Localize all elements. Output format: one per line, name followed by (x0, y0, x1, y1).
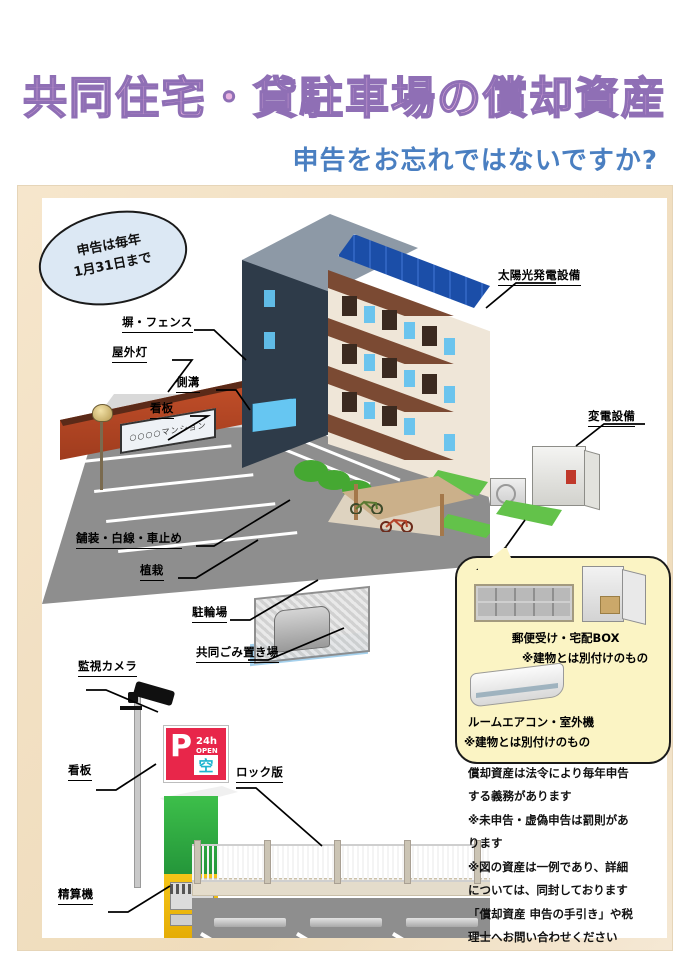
shrub (318, 470, 350, 490)
balcony-door (382, 406, 397, 426)
label-substation: 変電設備 (588, 408, 636, 427)
camera-arm (120, 706, 142, 710)
note-line-1: 償却資産は法令により毎年申告 (468, 766, 629, 780)
parking-vacancy-text: 空 (194, 755, 218, 775)
parking-signboard: P 24h OPEN 空 (164, 726, 228, 782)
label-outdoor-light: 屋外灯 (112, 344, 148, 363)
fence-post (194, 840, 201, 884)
camera-pole (134, 696, 141, 888)
label-signboard-parking: 看板 (68, 762, 92, 781)
balcony-door (342, 392, 357, 412)
substation-cabinet-side (584, 449, 600, 511)
page-title: 共同住宅・貸駐車場の償却資産 (22, 72, 667, 125)
mailbox-row (478, 603, 570, 616)
payment-machine-keypad (170, 884, 210, 894)
mailbox-bank (474, 584, 574, 622)
delivery-box-door (622, 569, 646, 625)
garbage-bin (274, 605, 330, 653)
window (264, 332, 275, 349)
note-line-8: 理士へお問い合わせください (468, 929, 618, 944)
illustration-scene: ○○○○マンション (42, 198, 490, 938)
bicycle (380, 516, 414, 533)
wheel-stop (310, 918, 382, 927)
balcony-door (382, 310, 397, 330)
note-line-7: 「償却資産 申告の手引き」や税 (468, 906, 634, 921)
note-line-5: ※図の資産は一例であり、詳細 (468, 859, 629, 874)
label-fence: 塀・フェンス (122, 314, 193, 333)
page-subtitle: 申告をお忘れではないですか? (292, 146, 658, 176)
parking-hours-text: 24h (196, 736, 218, 747)
wheel-stop (406, 918, 478, 927)
balcony-door (422, 374, 437, 394)
mailbox-caption: 郵便受け・宅配BOX (512, 631, 620, 645)
legal-notes: 償却資産は法令により毎年申告 する義務があります ※未申告・虚偽申告は罰則があ … (468, 762, 672, 949)
substation-marking (566, 470, 576, 484)
fence-post (264, 840, 271, 884)
mailbox-note: ※建物とは別付けのもの (522, 651, 649, 665)
balcony-door (422, 326, 437, 346)
ac-note: ※建物とは別付けのもの (464, 735, 591, 749)
shelter-post (354, 484, 358, 520)
metal-fence (192, 844, 490, 882)
label-bicycle-parking: 駐輪場 (192, 604, 228, 623)
window (444, 386, 455, 403)
outdoor-lamp-pole (100, 416, 103, 490)
note-line-4: ります (468, 836, 503, 851)
window (364, 402, 375, 419)
fence-post (474, 840, 481, 884)
parking-open-text: OPEN (196, 747, 218, 755)
window (444, 434, 455, 451)
label-signboard: 看板 (150, 400, 174, 419)
fence-post (404, 840, 411, 884)
label-solar: 太陽光発電設備 (498, 267, 581, 286)
window (404, 418, 415, 435)
window (444, 338, 455, 355)
bicycle (350, 498, 384, 515)
apartment-sign-text: ○○○○マンション (129, 420, 207, 442)
window (364, 354, 375, 371)
label-payment-machine: 精算機 (58, 886, 94, 905)
outdoor-lamp-head (92, 404, 113, 422)
note-line-3: ※未申告・虚偽申告は罰則があ (468, 812, 629, 827)
label-garbage-area: 共同ごみ置き場 (196, 644, 279, 663)
balcony-door (342, 296, 357, 316)
substation-cabinet (532, 446, 586, 506)
window (404, 322, 415, 339)
shelter-post (440, 494, 444, 536)
wheel-stop (214, 918, 286, 927)
mailbox-row (478, 588, 570, 601)
label-planting: 植栽 (140, 562, 164, 581)
label-security-camera: 監視カメラ (78, 658, 137, 677)
label-pavement: 舗装・白線・車止め (76, 530, 183, 549)
parking-p-letter: P (170, 729, 192, 764)
window (264, 290, 275, 307)
window (364, 306, 375, 323)
balcony-door (342, 344, 357, 364)
balcony-door (382, 358, 397, 378)
label-gutter: 側溝 (176, 374, 200, 393)
note-line-2: する義務があります (468, 789, 572, 804)
package (600, 596, 620, 614)
fence-post (334, 840, 341, 884)
window (404, 370, 415, 387)
ac-caption: ルームエアコン・室外機 (468, 715, 595, 729)
security-camera-lens (128, 692, 138, 703)
note-line-6: については、同封しております (468, 883, 628, 898)
label-lock-plate: ロック版 (236, 764, 284, 783)
